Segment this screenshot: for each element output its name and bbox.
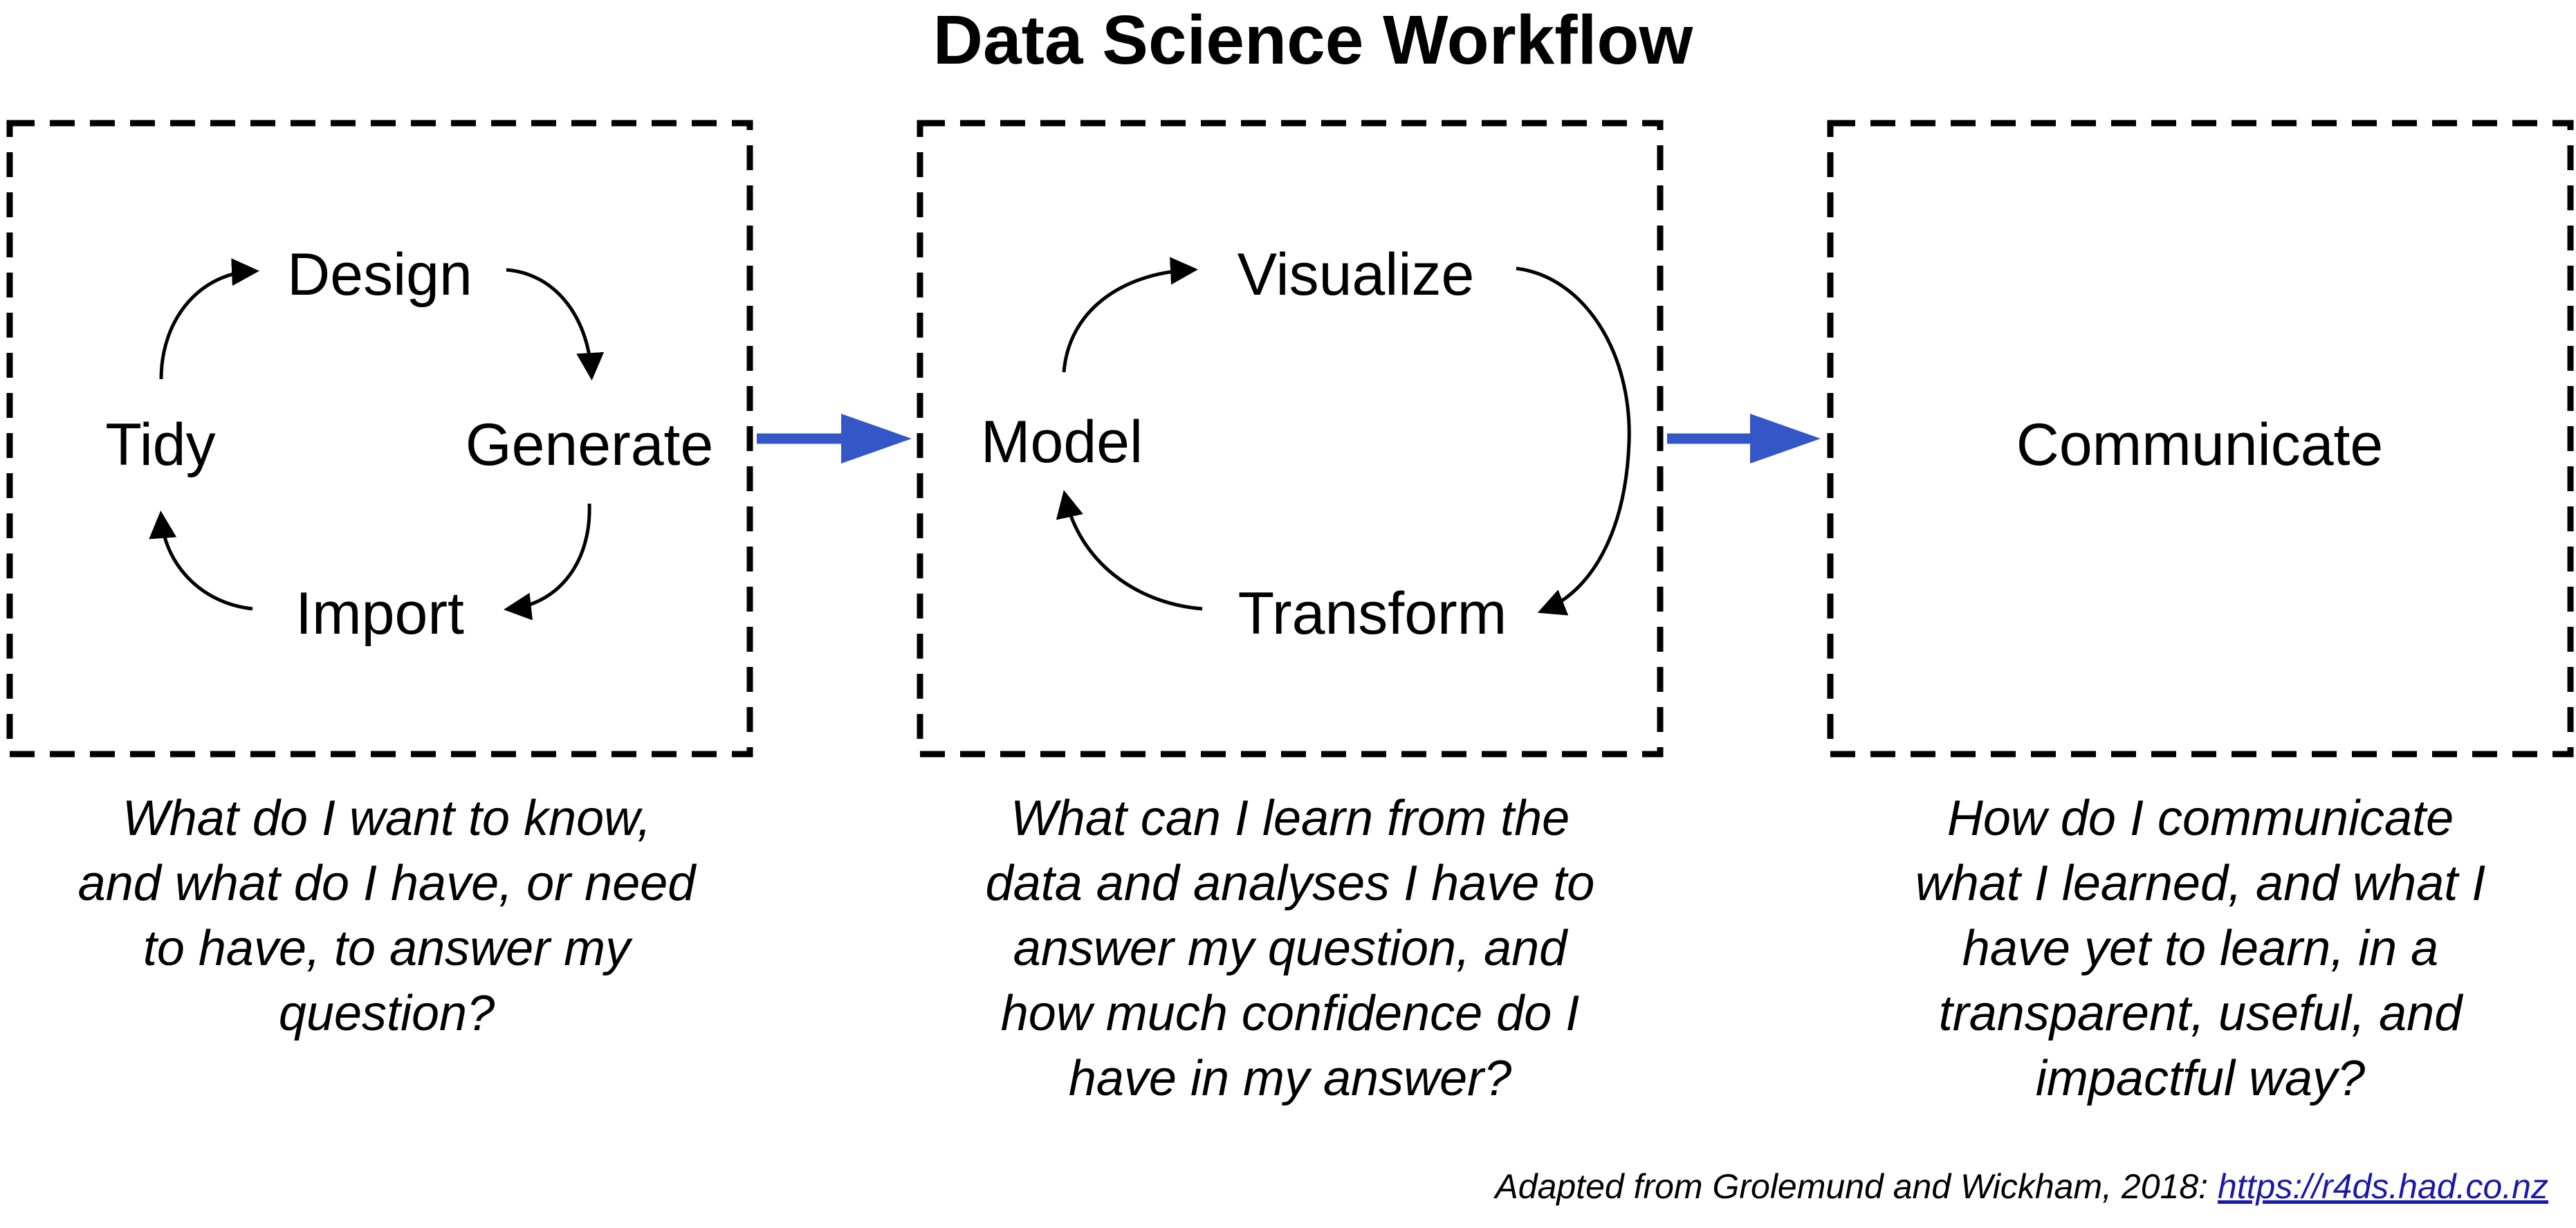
node-model: Model [981, 409, 1143, 475]
stage-question-explore: What do I want to know, and what do I ha… [77, 791, 696, 1041]
node-tidy: Tidy [105, 412, 215, 478]
cycle-arrow-tidy-to-design [159, 258, 259, 380]
stage-box-explore [6, 120, 753, 758]
node-visualize: Visualize [1238, 241, 1475, 308]
cycle-arrow-generate-to-import [504, 503, 591, 621]
cycle-arrow-transform-to-model [1056, 490, 1203, 611]
stage-box-communicate [1827, 120, 2574, 758]
cycle-arrow-model-to-visualize [1062, 257, 1198, 373]
node-import: Import [295, 580, 464, 647]
stage-box-analyze [917, 120, 1664, 758]
cycle-arrow-design-to-generate [506, 268, 605, 381]
citation: Adapted from Grolemund and Wickham, 2018… [1495, 1166, 2548, 1207]
node-transform: Transform [1238, 580, 1507, 647]
cycle-arrow-visualize-to-transform [1516, 266, 1631, 616]
citation-link[interactable]: https://r4ds.had.co.nz [2217, 1167, 2548, 1206]
node-design: Design [287, 241, 472, 308]
cycle-arrow-import-to-tidy [149, 511, 253, 611]
node-communicate: Communicate [2016, 412, 2384, 478]
flow-arrow-2 [1667, 414, 1821, 464]
stage-question-analyze: What can I learn from the data and analy… [985, 791, 1595, 1106]
page-title: Data Science Workflow [933, 1, 1693, 79]
stage-question-communicate: How do I communicate what I learned, and… [1915, 791, 2486, 1106]
node-generate: Generate [466, 412, 714, 478]
flow-arrow-1 [757, 414, 912, 464]
citation-text: Adapted from Grolemund and Wickham, 2018… [1495, 1167, 2218, 1206]
